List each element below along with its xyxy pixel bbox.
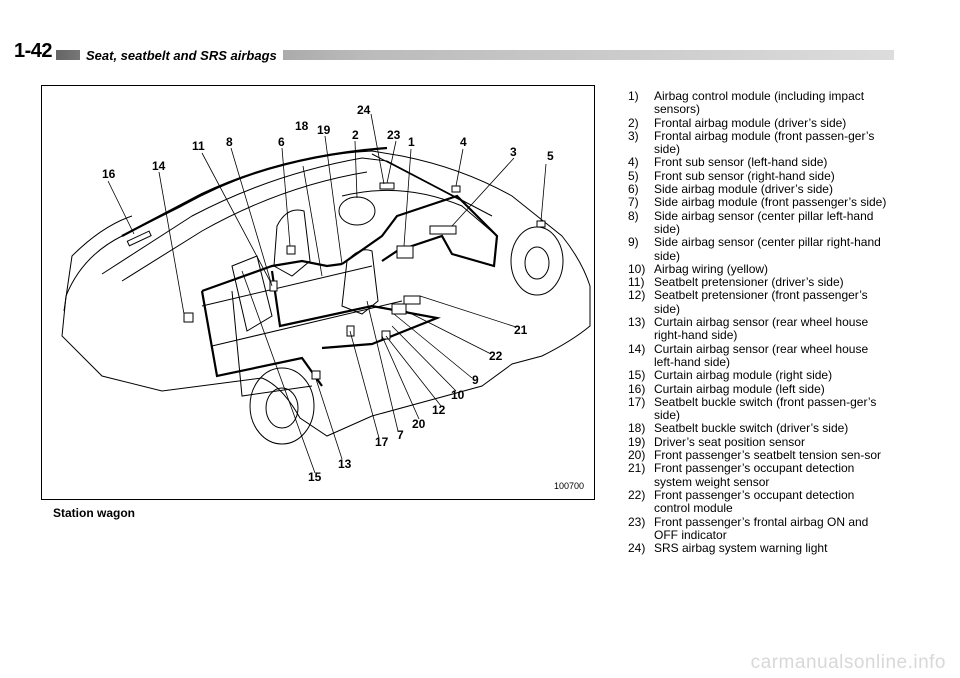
curtain-airbag-module-left (126, 230, 152, 247)
figure-caption: Station wagon (53, 506, 135, 520)
legend-item: 19)Driver’s seat position sensor (628, 434, 805, 449)
passenger-airbag-module (429, 225, 457, 235)
section-title: Seat, seatbelt and SRS airbags (80, 48, 283, 63)
side-sensor-left (269, 280, 278, 292)
curtain-sensor-left (183, 312, 194, 323)
airbag-layout-figure: 16 14 11 8 6 18 19 24 2 23 1 4 3 5 21 22… (41, 85, 595, 500)
legend-item: 18)Seatbelt buckle switch (driver’s side… (628, 421, 849, 436)
callout-10: 10 (451, 388, 465, 402)
legend-item: 16)Curtain airbag module (left side) (628, 381, 825, 396)
legend-item: 2)Frontal airbag module (driver’s side) (628, 115, 847, 130)
callout-19: 19 (317, 123, 331, 137)
legend-item: 4)Front sub sensor (left-hand side) (628, 155, 828, 170)
legend-item: 10)Airbag wiring (yellow) (628, 261, 769, 276)
callout-23: 23 (387, 128, 401, 142)
callout-1: 1 (408, 135, 415, 149)
callout-21: 21 (514, 323, 528, 337)
windshield (371, 153, 493, 217)
curtain-sensor-right (311, 370, 321, 380)
rear-wheel (249, 367, 315, 445)
callout-11: 11 (192, 139, 205, 153)
legend-item: 21)Front passenger’s occupant detection … (628, 461, 855, 489)
header-rule (14, 50, 894, 60)
wiring-harness-left (201, 259, 343, 293)
legend-item: 9)Side airbag sensor (center pillar righ… (628, 235, 881, 263)
legend-item: 6)Side airbag module (driver’s side) (628, 182, 833, 197)
legend-item: 12)Seatbelt pretensioner (front passenge… (628, 288, 868, 316)
callout-6: 6 (278, 135, 285, 149)
side-airbag-driver (286, 245, 296, 255)
watermark: carmanualsonline.info (750, 652, 946, 673)
warning-light-panel (379, 182, 395, 190)
legend-item: 22)Front passenger’s occupant detection … (628, 487, 855, 516)
callout-2: 2 (352, 128, 359, 142)
legend-item: 13)Curtain airbag sensor (rear wheel hou… (628, 315, 869, 343)
legend-item: 24)SRS airbag system warning light (628, 541, 828, 556)
occupant-detection-module (391, 303, 407, 315)
callout-4: 4 (460, 135, 467, 149)
legend-item: 15)Curtain airbag module (right side) (628, 368, 833, 383)
steering-wheel (338, 196, 376, 226)
legend-item: 14)Curtain airbag sensor (rear wheel hou… (628, 341, 869, 369)
callout-16: 16 (102, 167, 116, 181)
callout-14: 14 (152, 159, 166, 173)
wiring-harness-roof (121, 146, 388, 237)
callout-3: 3 (510, 145, 517, 159)
legend-item: 7)Side airbag module (front passenger’s … (628, 195, 887, 210)
legend-item: 11)Seatbelt pretensioner (driver’s side) (628, 275, 844, 290)
floor-line (201, 265, 403, 347)
legend-item: 17)Seatbelt buckle switch (front passen-… (628, 394, 877, 423)
legend-item: 20)Front passenger’s seatbelt tension se… (628, 448, 882, 463)
buckle-switch (346, 325, 355, 337)
callout-17: 17 (375, 435, 389, 449)
callout-24: 24 (357, 103, 371, 117)
legend-item: 1)Airbag control module (including impac… (628, 89, 865, 117)
page-number: 1-42 (14, 40, 57, 63)
callout-22: 22 (489, 349, 503, 363)
legend-item: 8)Side airbag sensor (center pillar left… (628, 208, 874, 236)
component-legend: 1)Airbag control module (including impac… (628, 89, 888, 556)
left-front-sub-sensor (451, 185, 461, 193)
callout-9: 9 (472, 373, 479, 387)
callout-20: 20 (412, 417, 426, 431)
wiring-harness-right (200, 290, 323, 387)
callout-15: 15 (308, 470, 322, 484)
rear-hatch (63, 215, 133, 312)
side-panel (231, 290, 313, 397)
callout-8: 8 (226, 135, 233, 149)
right-front-sub-sensor (536, 220, 546, 228)
wiring-harness-front (341, 194, 499, 268)
airbag-control-module (396, 245, 414, 259)
callout-7: 7 (397, 428, 404, 442)
roof-inner-line (121, 171, 368, 282)
roof-line (101, 157, 388, 275)
front-wheel (510, 226, 564, 296)
callout-12: 12 (432, 403, 446, 417)
figure-code: 100700 (553, 481, 584, 491)
legend-item: 23)Front passenger’s frontal airbag ON a… (628, 514, 869, 542)
car-body-outline (61, 150, 591, 437)
front-wheel-hub (524, 246, 550, 280)
legend-item: 3)Frontal airbag module (front passen-ge… (628, 128, 875, 157)
weight-sensor (403, 295, 421, 305)
callout-18: 18 (295, 119, 309, 133)
rear-wheel-hub (265, 387, 299, 429)
callout-13: 13 (338, 457, 352, 471)
callout-5: 5 (547, 149, 554, 163)
car-illustration: 16 14 11 8 6 18 19 24 2 23 1 4 3 5 21 22… (61, 103, 591, 484)
seatbelt-tension-sensor (381, 330, 391, 340)
legend-item: 5)Front sub sensor (right-hand side) (628, 168, 835, 183)
driver-seat (273, 209, 311, 277)
rear-seat (231, 255, 273, 332)
